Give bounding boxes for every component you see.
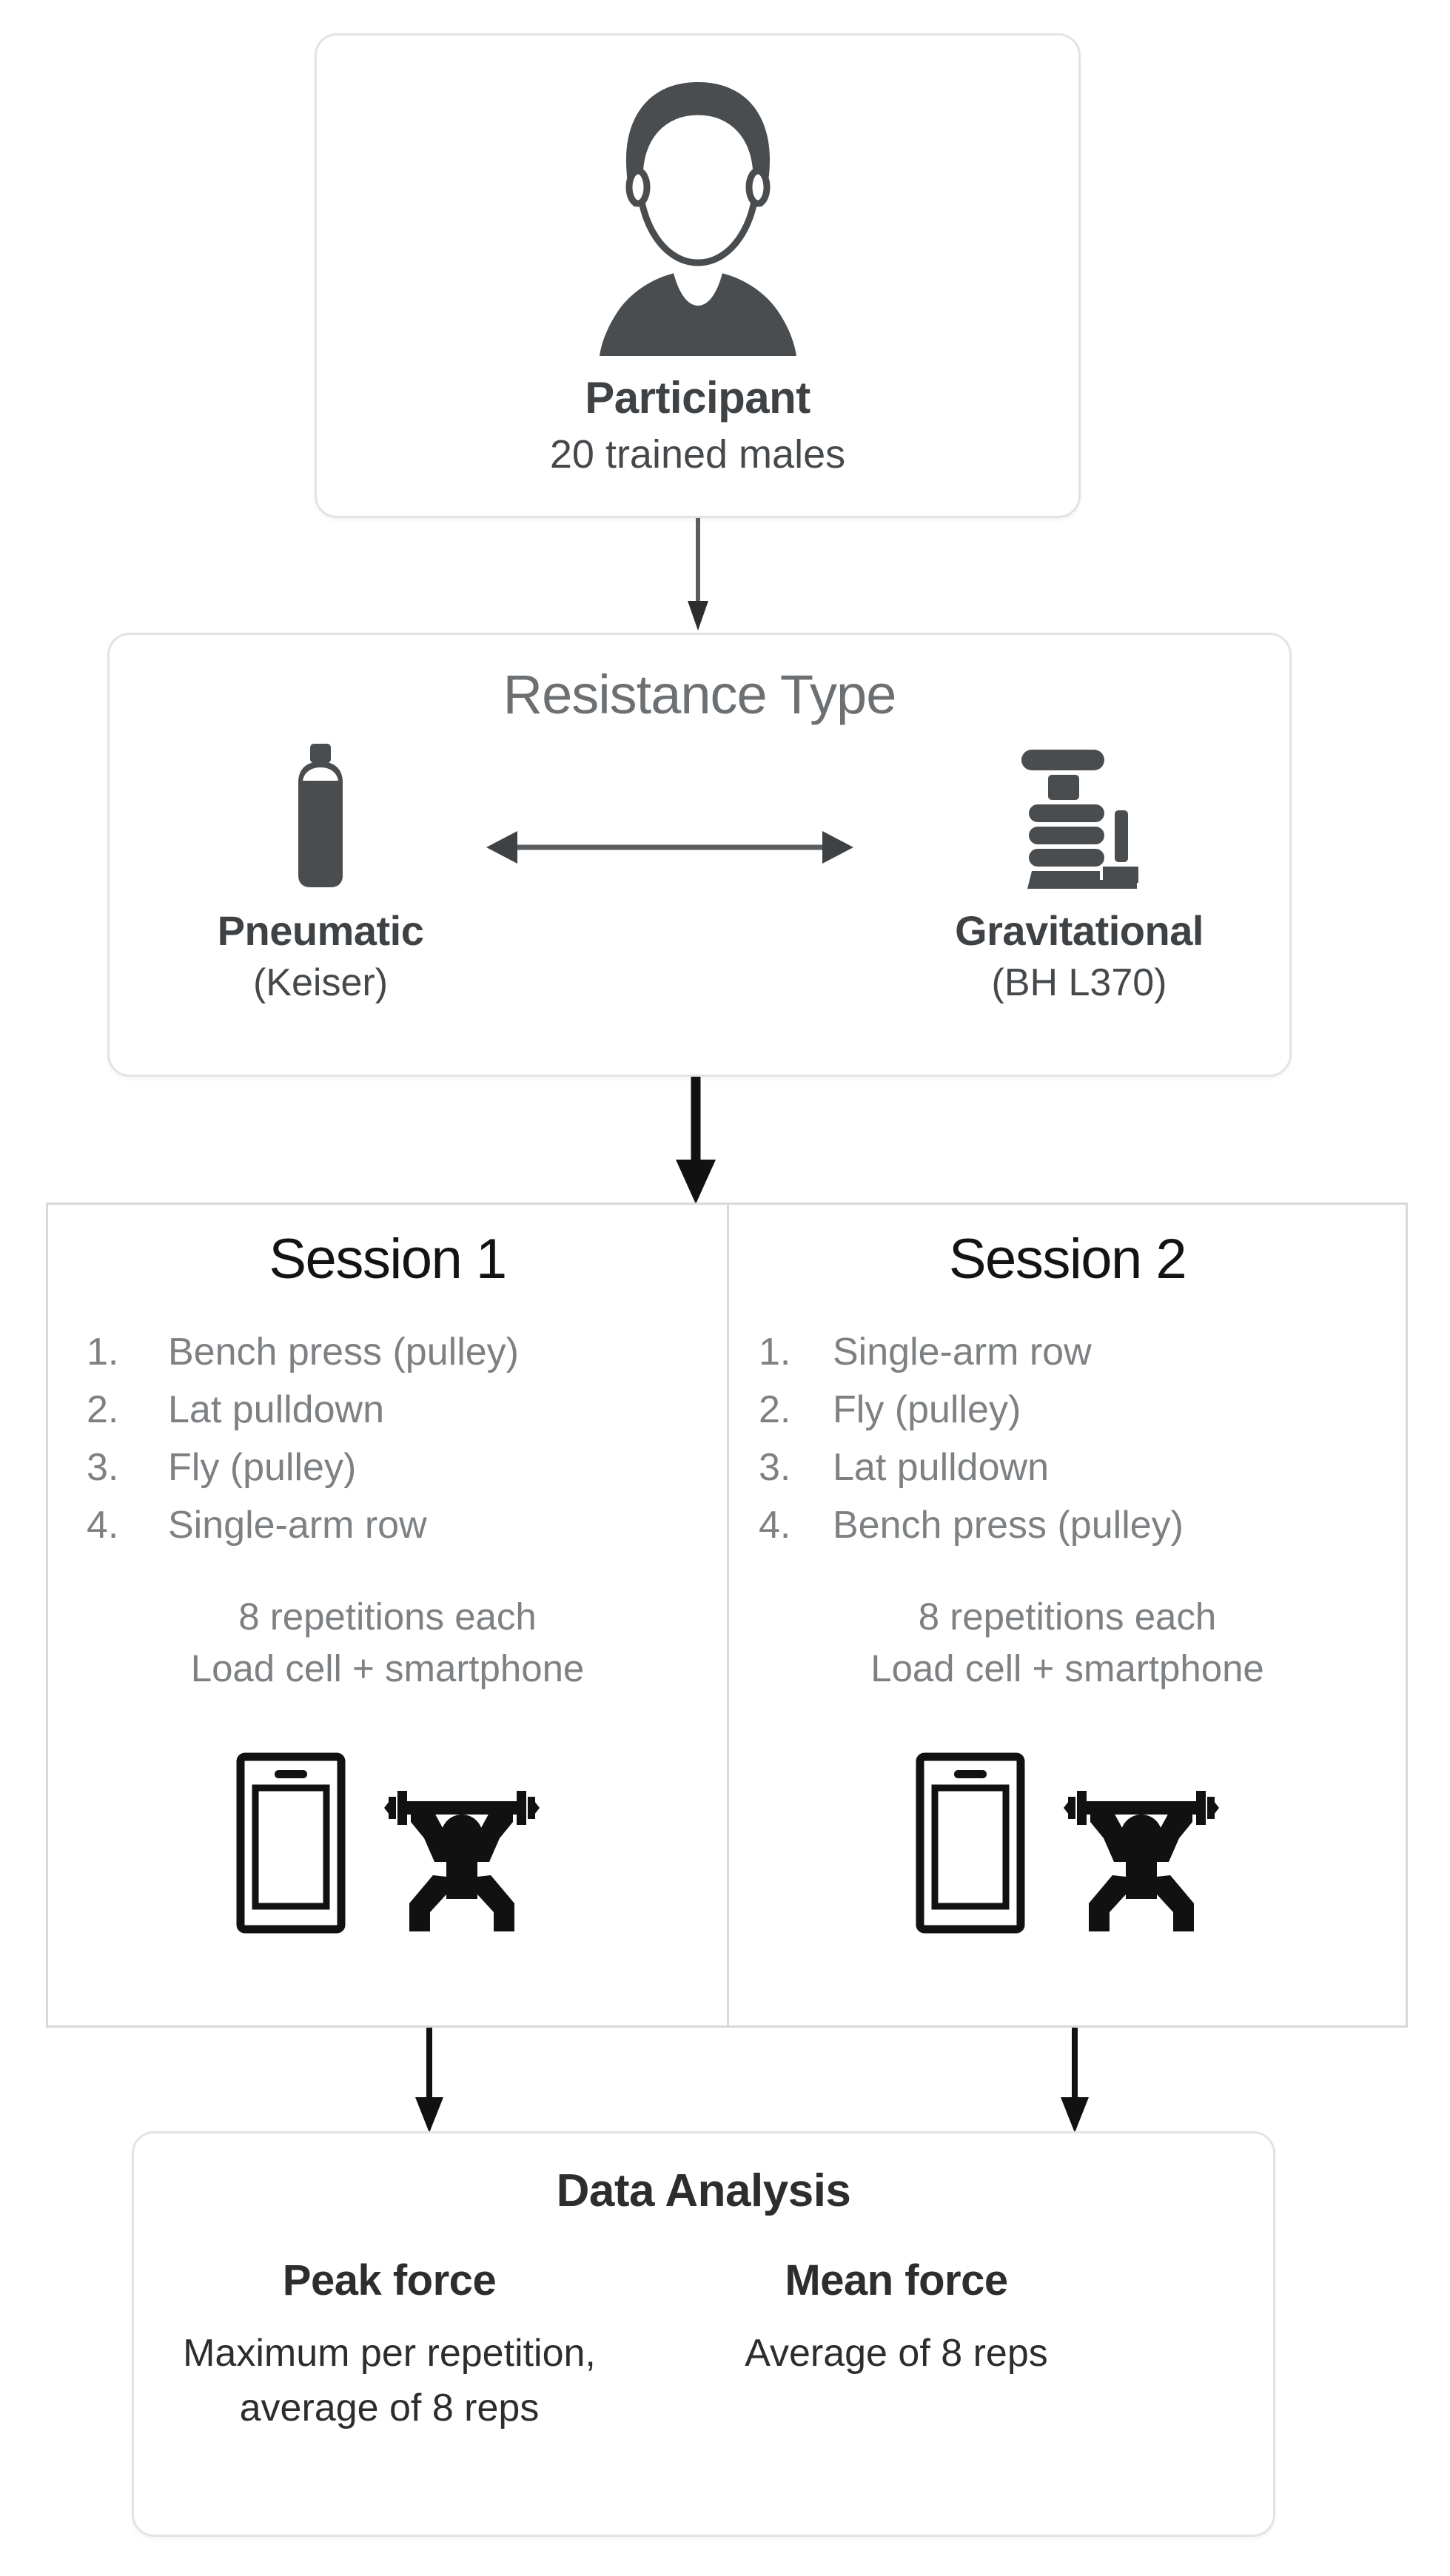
participant-card: Participant 20 trained males bbox=[315, 33, 1081, 518]
analysis-metric-peak-force: Peak force Maximum per repetition, avera… bbox=[152, 2256, 626, 2435]
session-note-line-2: Load cell + smartphone bbox=[190, 1647, 585, 1689]
resistance-option-gravitational: Gravitational (BH L370) bbox=[894, 739, 1264, 1005]
session-title: Session 2 bbox=[948, 1228, 1187, 1291]
participant-subtitle: 20 trained males bbox=[549, 432, 846, 477]
list-item-label: Bench press (pulley) bbox=[168, 1331, 519, 1373]
session-icons bbox=[48, 1752, 727, 1937]
session-title: Session 1 bbox=[269, 1228, 507, 1291]
analysis-metric-description: Maximum per repetition, average of 8 rep… bbox=[183, 2332, 596, 2429]
resistance-type-title: Resistance Type bbox=[503, 664, 897, 725]
list-item: 3. Fly (pulley) bbox=[87, 1439, 727, 1496]
resistance-option-pneumatic: Pneumatic (Keiser) bbox=[135, 739, 506, 1005]
arrow-resistance-to-sessions bbox=[670, 1077, 722, 1206]
list-item: 1. Single-arm row bbox=[759, 1323, 1406, 1381]
session-panel-1: Session 1 1. Bench press (pulley) 2. Lat… bbox=[48, 1205, 727, 2025]
person-avatar-icon bbox=[561, 76, 835, 361]
session-panel-2: Session 2 1. Single-arm row 2. Fly (pull… bbox=[727, 1205, 1406, 2025]
list-item: 4. Single-arm row bbox=[87, 1496, 727, 1554]
weightlifter-icon bbox=[383, 1782, 540, 1937]
gas-cylinder-icon bbox=[135, 739, 506, 890]
list-item-label: Single-arm row bbox=[168, 1504, 427, 1547]
list-item-number: 1. bbox=[759, 1331, 791, 1373]
smartphone-icon bbox=[236, 1752, 346, 1937]
list-item: 4. Bench press (pulley) bbox=[759, 1496, 1406, 1554]
weightlifter-icon bbox=[1064, 1782, 1219, 1937]
arrow-session1-to-analysis bbox=[407, 2028, 452, 2135]
list-item-label: Fly (pulley) bbox=[168, 1446, 357, 1489]
resistance-option-sub: (BH L370) bbox=[991, 961, 1167, 1004]
resistance-option-label: Gravitational bbox=[955, 907, 1204, 954]
participant-title: Participant bbox=[585, 373, 810, 423]
list-item: 2. Fly (pulley) bbox=[759, 1381, 1406, 1439]
analysis-metric-description: Average of 8 reps bbox=[745, 2332, 1048, 2375]
arrow-session2-to-analysis bbox=[1053, 2028, 1097, 2135]
list-item-number: 3. bbox=[87, 1446, 119, 1489]
list-item: 1. Bench press (pulley) bbox=[87, 1323, 727, 1381]
list-item-label: Fly (pulley) bbox=[833, 1388, 1021, 1431]
session-note-line-2: Load cell + smartphone bbox=[870, 1647, 1264, 1689]
list-item-label: Lat pulldown bbox=[168, 1388, 384, 1431]
list-item-label: Single-arm row bbox=[833, 1331, 1092, 1373]
arrow-participant-to-resistance bbox=[687, 518, 709, 636]
analysis-metric-label: Peak force bbox=[282, 2256, 497, 2304]
analysis-metric-mean-force: Mean force Average of 8 reps bbox=[659, 2256, 1133, 2381]
session-note: 8 repetitions each Load cell + smartphon… bbox=[48, 1591, 727, 1695]
resistance-option-sub: (Keiser) bbox=[252, 961, 389, 1004]
session-note-line-1: 8 repetitions each bbox=[238, 1595, 537, 1638]
list-item-number: 4. bbox=[87, 1504, 119, 1547]
session-note: 8 repetitions each Load cell + smartphon… bbox=[729, 1591, 1406, 1695]
list-item: 3. Lat pulldown bbox=[759, 1439, 1406, 1496]
session-note-line-1: 8 repetitions each bbox=[918, 1595, 1217, 1638]
sessions-container: Session 1 1. Bench press (pulley) 2. Lat… bbox=[46, 1203, 1408, 2028]
bidirectional-arrow-icon bbox=[485, 818, 855, 877]
resistance-option-label: Pneumatic bbox=[217, 907, 424, 954]
weight-stack-icon bbox=[894, 739, 1264, 890]
list-item-label: Lat pulldown bbox=[833, 1446, 1049, 1489]
session-icons bbox=[729, 1752, 1406, 1937]
resistance-type-card: Resistance Type Pneumatic (Keiser) bbox=[107, 633, 1292, 1077]
data-analysis-card: Data Analysis Peak force Maximum per rep… bbox=[132, 2131, 1275, 2537]
smartphone-icon bbox=[916, 1752, 1025, 1937]
list-item: 2. Lat pulldown bbox=[87, 1381, 727, 1439]
list-item-number: 4. bbox=[759, 1504, 791, 1547]
data-analysis-title: Data Analysis bbox=[556, 2165, 851, 2216]
list-item-number: 2. bbox=[759, 1388, 791, 1431]
list-item-label: Bench press (pulley) bbox=[833, 1504, 1184, 1547]
list-item-number: 1. bbox=[87, 1331, 119, 1373]
session-exercise-list: 1. Bench press (pulley) 2. Lat pulldown … bbox=[87, 1323, 727, 1554]
list-item-number: 3. bbox=[759, 1446, 791, 1489]
session-exercise-list: 1. Single-arm row 2. Fly (pulley) 3. Lat… bbox=[759, 1323, 1406, 1554]
analysis-metric-label: Mean force bbox=[785, 2256, 1008, 2304]
list-item-number: 2. bbox=[87, 1388, 119, 1431]
